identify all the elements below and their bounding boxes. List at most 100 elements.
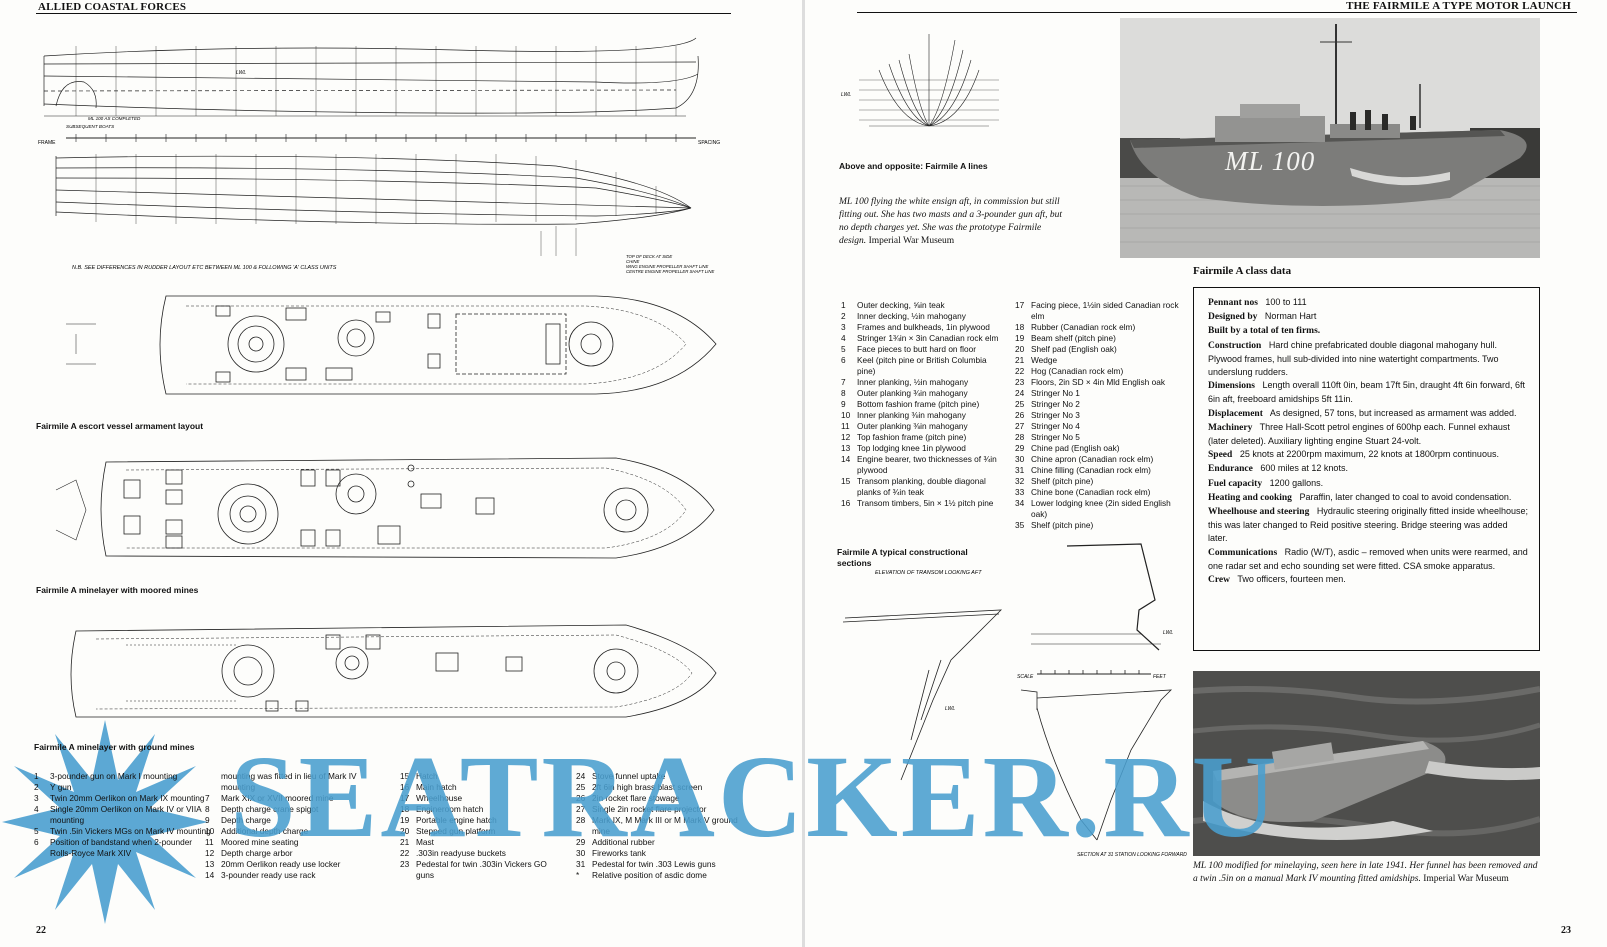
feet-label: FEET xyxy=(1153,674,1167,680)
page-number-right: 23 xyxy=(1561,925,1571,936)
list-item: 22.303in readyuse buckets xyxy=(400,848,506,858)
lwl-label-body: LWL xyxy=(841,92,851,98)
designed-row: Designed by Norman Hart xyxy=(1208,311,1317,323)
photo2-credit: Imperial War Museum xyxy=(1423,874,1509,884)
ml100-photo: ML 100 xyxy=(1120,18,1540,258)
legend-wing-shaft: WING ENGINE PROPELLER SHAFT LINE xyxy=(626,264,709,269)
communications-row: Communications Radio (W/T), asdic – remo… xyxy=(1208,546,1528,571)
header-rule-left xyxy=(36,13,731,14)
photo1-credit: Imperial War Museum xyxy=(868,236,955,246)
constructional-sections-drawing: ELEVATION OF TRANSOM LOOKING AFT SCALE F… xyxy=(842,543,1187,858)
legend-centre-shaft: CENTRE ENGINE PROPELLER SHAFT LINE xyxy=(626,269,714,274)
dimensions-row: Dimensions Length overall 110ft 0in, bea… xyxy=(1208,380,1525,405)
list-item: *Relative position of asdic dome xyxy=(576,870,707,880)
rudder-note: N.B. SEE DIFFERENCES IN RUDDER LAYOUT ET… xyxy=(72,265,337,271)
pennant-row: Pennant nos 100 to 111 xyxy=(1208,297,1307,308)
photo1-caption: ML 100 flying the white ensign aft, in c… xyxy=(839,197,1062,246)
caption-sections: Fairmile A typical constructional sectio… xyxy=(837,547,968,568)
lwl-label-profile: LWL xyxy=(236,70,246,76)
frame-label: FRAME xyxy=(38,140,56,146)
section-bottom-label: SECTION AT 31 STATION LOOKING FORWARD xyxy=(1077,852,1187,858)
body-plan-drawing: LWL xyxy=(841,34,999,127)
construction-row: Construction Hard chine prefabricated do… xyxy=(1208,339,1499,378)
running-head-left: ALLIED COASTAL FORCES xyxy=(38,1,187,13)
class-data-title: Fairmile A class data xyxy=(1193,265,1292,277)
lwl-label-section: LWL xyxy=(1163,630,1173,636)
machinery-row: Machinery Three Hall-Scott petrol engine… xyxy=(1208,421,1510,447)
running-head-right: THE FAIRMILE A TYPE MOTOR LAUNCH xyxy=(1346,0,1571,12)
page-number-left: 22 xyxy=(36,925,46,936)
lines-drawing: FRAME SPACING ML 100 AS COMPLETED SUBSEQ… xyxy=(38,37,720,274)
crew-row: Crew Two officers, fourteen men. xyxy=(1208,574,1346,586)
watermark-star xyxy=(2,720,208,924)
transom-label: ELEVATION OF TRANSOM LOOKING AFT xyxy=(875,570,982,576)
wheelhouse-row: Wheelhouse and steering Hydraulic steeri… xyxy=(1208,506,1528,544)
legend-chine: CHINE xyxy=(626,259,640,264)
built-row: Built by a total of ten firms. xyxy=(1208,326,1321,337)
watermark-text: SEATRACKER.RU xyxy=(230,731,1280,862)
caption-minelayer-moored: Fairmile A minelayer with moored mines xyxy=(36,585,199,595)
heating-row: Heating and cooking Paraffin, later chan… xyxy=(1208,491,1512,503)
caption-escort: Fairmile A escort vessel armament layout xyxy=(36,421,204,431)
fuel-row: Fuel capacity 1200 gallons. xyxy=(1208,477,1324,489)
speed-row: Speed 25 knots at 2200rpm maximum, 22 kn… xyxy=(1208,449,1499,461)
displacement-row: Displacement As designed, 57 tons, but i… xyxy=(1208,407,1517,419)
hull-marking: ML 100 xyxy=(1225,146,1316,176)
photo2-caption: ML 100 modified for minelaying, seen her… xyxy=(1193,861,1538,884)
escort-deck-plan xyxy=(66,295,717,395)
caption-minelayer-ground: Fairmile A minelayer with ground mines xyxy=(34,742,195,752)
right-page: THE FAIRMILE A TYPE MOTOR LAUNCH LWL Abo… xyxy=(805,0,1607,947)
left-page: ALLIED COASTAL FORCES xyxy=(0,0,802,947)
minelayer-moored-plan xyxy=(55,457,715,559)
header-rule-right xyxy=(857,12,1577,13)
lwl-label-transom: LWL xyxy=(945,706,955,712)
armament-key-col2: mounting was fitted in lieu of Mark IV m… xyxy=(205,771,385,881)
